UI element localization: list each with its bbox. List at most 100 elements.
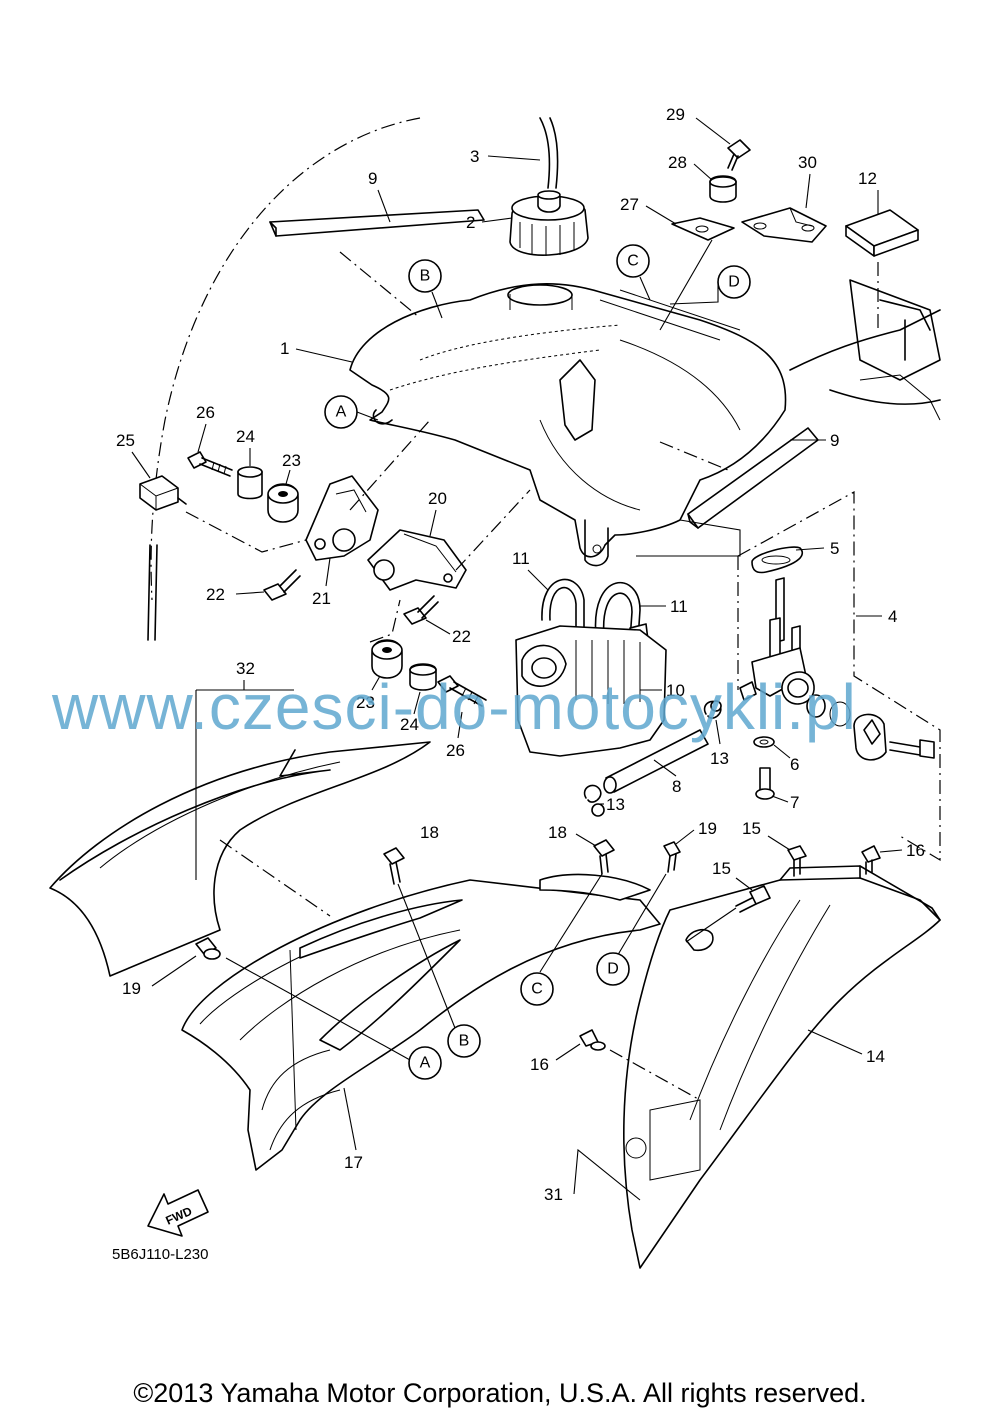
label-19-right: 19 bbox=[698, 819, 717, 838]
label-2: 2 bbox=[466, 213, 475, 232]
clip-13-top bbox=[703, 700, 722, 719]
label-11-left: 11 bbox=[512, 549, 530, 568]
ref-circle-c-bottom: C bbox=[520, 972, 554, 1006]
bracket21-leader bbox=[349, 419, 431, 511]
label-24-left: 24 bbox=[236, 427, 255, 446]
svg-text:B: B bbox=[459, 1033, 470, 1050]
label-14: 14 bbox=[866, 1047, 885, 1066]
label-16-bottom: 16 bbox=[530, 1055, 549, 1074]
ref-circle-a-bottom: A bbox=[408, 1046, 442, 1080]
bolt-19-left bbox=[195, 937, 221, 960]
clamp-25 bbox=[139, 475, 187, 511]
svg-text:B: B bbox=[420, 268, 431, 285]
label-24-bottom: 24 bbox=[400, 715, 419, 734]
ref-circle-b-bottom: B bbox=[447, 1024, 481, 1058]
bolt-16-top bbox=[861, 845, 881, 875]
bolt-26-bottom bbox=[437, 675, 487, 707]
label-27: 27 bbox=[620, 195, 639, 214]
svg-text:A: A bbox=[336, 404, 347, 421]
label-4: 4 bbox=[888, 607, 897, 626]
label-9-right: 9 bbox=[830, 431, 839, 450]
bracket20-tank-leader bbox=[455, 489, 531, 571]
svg-text:D: D bbox=[728, 274, 740, 291]
label-30: 30 bbox=[798, 153, 817, 172]
decal-leader bbox=[219, 839, 331, 917]
label-13-top: 13 bbox=[710, 749, 729, 768]
routing-arc bbox=[150, 117, 421, 601]
label-18-right: 18 bbox=[548, 823, 567, 842]
label-23-bottom: 23 bbox=[356, 693, 375, 712]
decal-32 bbox=[49, 741, 431, 977]
damper-strip-top bbox=[269, 209, 485, 237]
label-12: 12 bbox=[858, 169, 877, 188]
label-15-mid: 15 bbox=[712, 859, 731, 878]
label-22-right: 22 bbox=[452, 627, 471, 646]
collar-28 bbox=[709, 175, 737, 203]
vent-hose bbox=[539, 117, 559, 189]
label-18-left: 18 bbox=[420, 823, 439, 842]
ref-circle-a-top: A bbox=[324, 395, 379, 429]
bolt-18-left bbox=[383, 847, 405, 885]
bottom-leaders bbox=[225, 873, 737, 1101]
lever bbox=[853, 713, 935, 761]
label-23-left: 23 bbox=[282, 451, 301, 470]
bracket20-leader bbox=[369, 599, 401, 643]
cover-10 bbox=[515, 625, 667, 757]
label-10: 10 bbox=[666, 681, 685, 700]
label-26-left: 26 bbox=[196, 403, 215, 422]
hose-8 bbox=[603, 729, 709, 794]
svg-text:D: D bbox=[607, 961, 619, 978]
label-22-left: 22 bbox=[206, 585, 225, 604]
bracket-21 bbox=[305, 475, 379, 561]
pad bbox=[845, 209, 919, 257]
fuel-cock-4 bbox=[739, 577, 815, 705]
strip-right-leader bbox=[659, 441, 729, 471]
bracket-leader bbox=[659, 239, 713, 331]
bolt-16-bottom bbox=[579, 1029, 606, 1051]
fuel-cock-tank-leader bbox=[636, 519, 741, 557]
gasket-5 bbox=[751, 546, 804, 574]
ref-circle-d-top: D bbox=[669, 265, 751, 305]
part-labels: 1 2 3 4 5 6 7 8 9 9 10 11 11 12 13 13 14… bbox=[116, 105, 925, 1204]
bolt-26-left bbox=[187, 451, 233, 477]
label-13-bottom: 13 bbox=[606, 795, 625, 814]
label-21: 21 bbox=[312, 589, 331, 608]
label-20: 20 bbox=[428, 489, 447, 508]
bracket-20 bbox=[367, 529, 467, 591]
bolt-22-left bbox=[263, 569, 301, 601]
svg-text:A: A bbox=[420, 1055, 431, 1072]
ref-circle-b-top: B bbox=[408, 259, 443, 319]
svg-text:C: C bbox=[531, 981, 543, 998]
label-17: 17 bbox=[344, 1153, 363, 1172]
label-29: 29 bbox=[666, 105, 685, 124]
screw-29 bbox=[727, 139, 751, 171]
fuel-cock-box bbox=[737, 490, 941, 862]
label-8: 8 bbox=[672, 777, 681, 796]
ref-circle-d-bottom: D bbox=[596, 952, 630, 986]
label-15-top: 15 bbox=[742, 819, 761, 838]
drawing-code: 5B6J110-L230 bbox=[112, 1246, 209, 1263]
ref-circle-c-top: C bbox=[616, 244, 651, 301]
clip-13-bottom bbox=[583, 784, 605, 817]
grommet-23-left bbox=[267, 483, 299, 523]
washer-6 bbox=[753, 736, 775, 748]
fuel-cap bbox=[509, 190, 589, 256]
label-26-bottom: 26 bbox=[446, 741, 465, 760]
label-5: 5 bbox=[830, 539, 839, 558]
fuel-tank bbox=[349, 283, 787, 567]
fuel-hose-left bbox=[147, 544, 158, 641]
bolt-18-right bbox=[593, 839, 615, 875]
shroud-14 bbox=[623, 865, 941, 1269]
strip-top-leader bbox=[339, 251, 421, 319]
label-32: 32 bbox=[236, 659, 255, 678]
o-rings bbox=[806, 694, 851, 727]
side-cover-17 bbox=[181, 873, 661, 1171]
label-6: 6 bbox=[790, 755, 799, 774]
label-3: 3 bbox=[470, 147, 479, 166]
bolt-15-mid bbox=[735, 885, 771, 913]
label-1: 1 bbox=[280, 339, 289, 358]
label-25: 25 bbox=[116, 431, 135, 450]
label-28: 28 bbox=[668, 153, 687, 172]
copyright: ©2013 Yamaha Motor Corporation, U.S.A. A… bbox=[133, 1378, 867, 1408]
